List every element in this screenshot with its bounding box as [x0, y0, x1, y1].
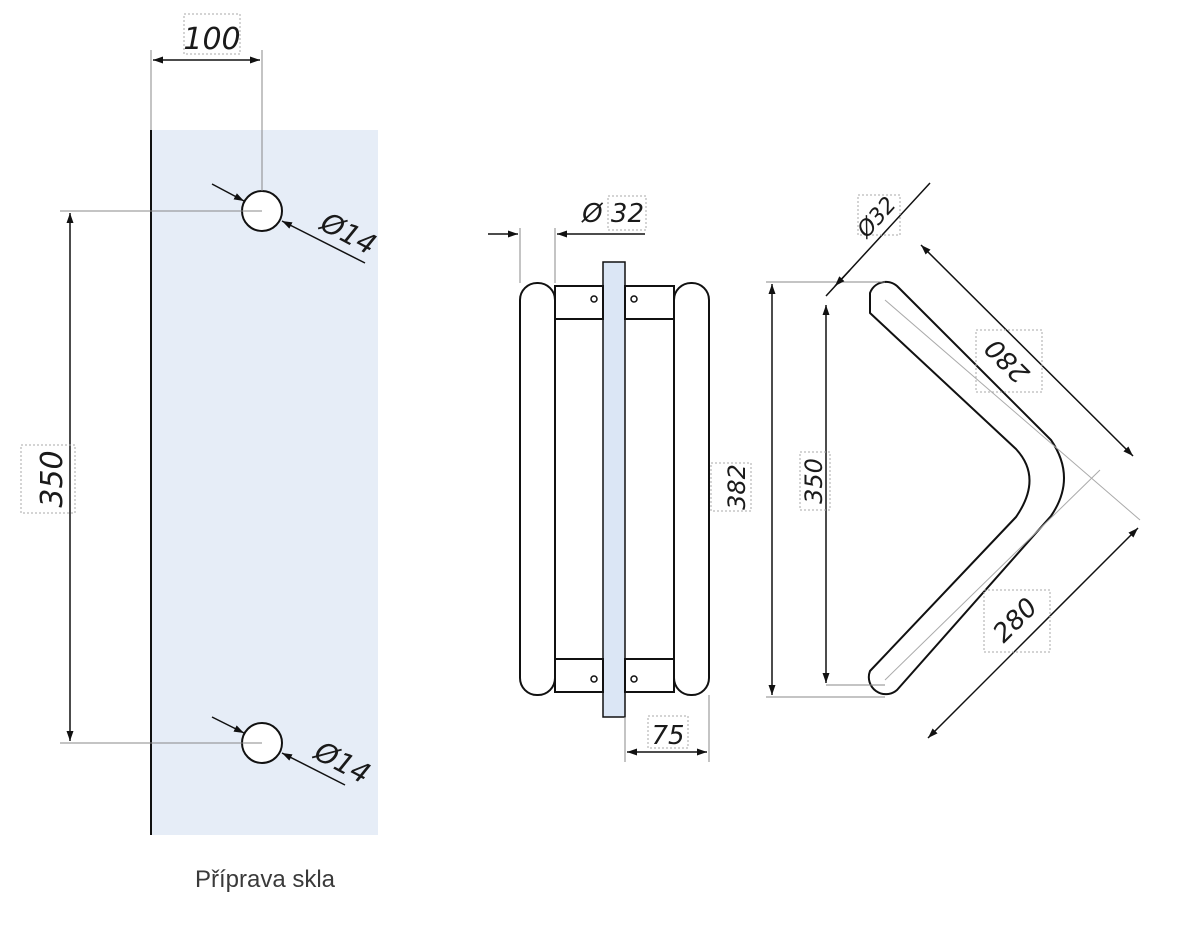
- side-diameter-label: Ø32: [852, 192, 902, 243]
- right-handle-bar: [673, 282, 710, 696]
- side-center-label: 350: [800, 458, 828, 504]
- right-standoff-bottom: [624, 658, 675, 693]
- glass-prep-caption: Příprava skla: [194, 866, 336, 893]
- right-standoff-top: [624, 285, 675, 320]
- front-glass: [602, 261, 626, 718]
- front-length-label: 382: [723, 464, 751, 510]
- left-standoff-bottom: [554, 658, 604, 693]
- side-arm-bottom-label: 280: [987, 592, 1043, 648]
- dim-height-label: 350: [35, 450, 70, 507]
- glass-preparation-view: 100 350 Ø14 Ø14: [20, 13, 382, 835]
- side-view: 350 Ø32 280 280: [766, 182, 1141, 739]
- dim-line-arm-bottom: [927, 527, 1139, 739]
- front-view: Ø 32 382 75: [488, 195, 752, 762]
- front-offset-label: 75: [651, 721, 684, 751]
- left-standoff-top: [554, 285, 604, 320]
- dim-width-label: 100: [183, 22, 240, 57]
- dim-line-arm-top: [920, 244, 1134, 457]
- left-handle-bar: [519, 282, 556, 696]
- front-diameter-label: Ø 32: [581, 199, 644, 229]
- v-handle-tube: [867, 280, 1065, 696]
- glass-panel: [150, 130, 378, 835]
